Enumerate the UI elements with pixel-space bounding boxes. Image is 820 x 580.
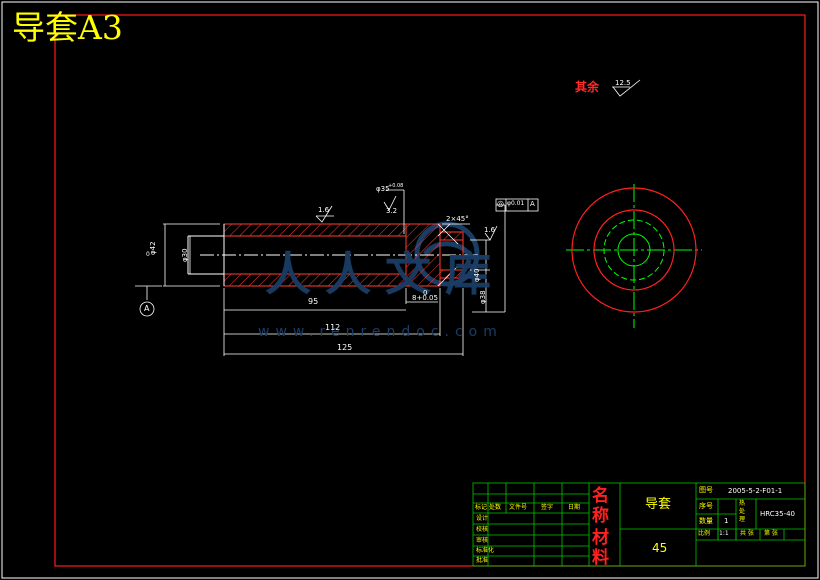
ra-16-right: 1.6 (484, 226, 496, 234)
datum-letter: A (144, 304, 150, 313)
gtol-symbol: ◎ (497, 199, 504, 208)
scale-value: 1:1 (719, 530, 729, 537)
dim-112: 112 (325, 323, 341, 332)
drawing-title: 导套A3 (12, 8, 123, 47)
gtol-datum: A (530, 200, 535, 208)
heat-value: HRC35-40 (760, 510, 796, 518)
section-view (187, 223, 478, 287)
rev-header-date: 日期 (568, 504, 581, 511)
gtol-frame (495, 198, 539, 212)
dia-groove: φ40 (473, 268, 481, 282)
rev-header-doc: 文件号 (509, 504, 528, 511)
drawing-no: 2005-5-2-F01-1 (728, 487, 783, 495)
material-value: 45 (652, 541, 668, 555)
ra-32: 3.2 (386, 207, 398, 215)
roughness-marks (315, 79, 641, 241)
end-view (566, 184, 702, 328)
dimension-lines (135, 189, 506, 356)
seq-label: 序号 (699, 502, 713, 510)
dia-bore: φ30 (181, 248, 189, 262)
remaining-ra: 12.5 (615, 79, 631, 87)
zero-mark: 0 (146, 251, 150, 258)
dim-fit-inner-tol: +0.08 (388, 183, 404, 189)
sheet-current: 第 张 (764, 530, 778, 537)
title-block (472, 482, 806, 567)
name-label: 名称 (592, 486, 610, 526)
ra-16-top: 1.6 (318, 206, 330, 214)
dia-step: φ38 (479, 290, 487, 304)
role-approve: 批准 (476, 557, 489, 564)
dim-95: 95 (308, 297, 319, 306)
rev-header-count: 处数 (489, 504, 502, 511)
rev-header-sign: 签字 (541, 504, 554, 511)
qty-value: 1 (724, 517, 729, 525)
dim-groove-tol: 8+0.05 (412, 294, 438, 302)
role-design: 设计 (476, 515, 489, 522)
remaining-label: 其余 (575, 80, 600, 94)
gtol-value: φ0.01 (507, 200, 525, 207)
qty-label: 数量 (699, 517, 713, 525)
role-review: 审核 (476, 537, 489, 544)
dim-125: 125 (337, 343, 353, 352)
datum-circle (139, 301, 155, 317)
dim-groove-top: 0 (423, 289, 428, 297)
watermark-chars: 人人文库 (265, 247, 505, 301)
rev-header-mark: 标记 (475, 504, 488, 511)
role-standard: 标准化 (476, 547, 495, 554)
heat-label: 热处理 (739, 500, 746, 523)
scale-label: 比例 (698, 530, 711, 537)
drawing-border (54, 14, 806, 567)
name-value: 导套 (645, 497, 672, 512)
dim-chamfer: 2×45° (446, 215, 469, 223)
upper-wall-hatch (223, 223, 407, 237)
step-end-lower (439, 269, 464, 279)
drawing-no-label: 图号 (699, 486, 713, 494)
material-label: 材料 (592, 528, 609, 568)
sheet-total: 共 张 (740, 530, 754, 537)
dia-left: φ42 (149, 241, 157, 255)
watermark-url: www.renrendoc.com (258, 324, 503, 340)
dim-fit-inner: φ35 (376, 185, 390, 193)
role-check: 校核 (476, 526, 489, 533)
